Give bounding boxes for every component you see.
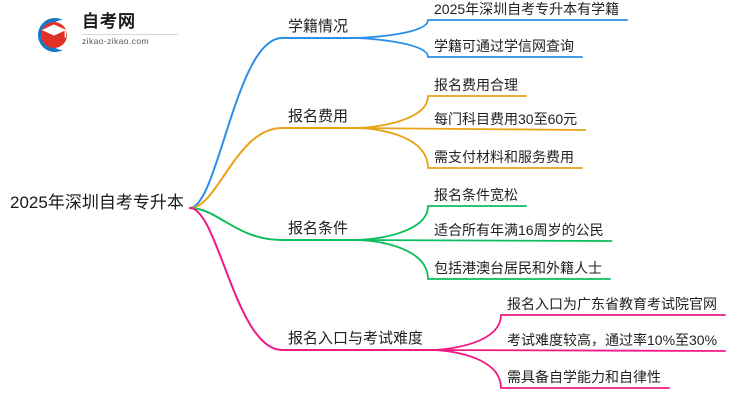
leaf-node-1-1[interactable]: 2025年深圳自考专升本有学籍 [434,1,620,17]
logo-url: zikao-zikao.com [82,36,149,46]
branch-node-4[interactable]: 报名入口与考试难度 [288,330,424,347]
logo-name: 自考网 [82,12,136,31]
leaf-node-4-1[interactable]: 报名入口为广东省教育考试院官网 [507,296,717,312]
leaf-node-3-1[interactable]: 报名条件宽松 [434,187,518,203]
branch-node-2[interactable]: 报名费用 [288,108,349,125]
logo-text: 自考网 zikao-zikao.com [82,12,182,46]
leaf-node-3-2[interactable]: 适合所有年满16周岁的公民 [434,222,604,238]
logo-mark-icon [38,18,67,52]
leaf-node-4-2[interactable]: 考试难度较高，通过率10%至30% [507,332,718,348]
site-logo: 自考网 zikao-zikao.com [30,12,180,58]
leaf-node-2-2[interactable]: 每门科目费用30至60元 [434,111,578,127]
branch-node-1[interactable]: 学籍情况 [288,18,349,35]
root-node[interactable]: 2025年深圳自考专升本 [10,193,184,212]
leaf-node-4-3[interactable]: 需具备自学能力和自律性 [507,369,661,385]
leaf-node-2-3[interactable]: 需支付材料和服务费用 [434,149,574,165]
leaf-node-3-3[interactable]: 包括港澳台居民和外籍人士 [434,260,602,276]
leaf-node-2-1[interactable]: 报名费用合理 [434,77,518,93]
leaf-node-1-2[interactable]: 学籍可通过学信网查询 [434,38,574,54]
branch-node-3[interactable]: 报名条件 [288,220,349,237]
logo-divider [82,34,178,35]
